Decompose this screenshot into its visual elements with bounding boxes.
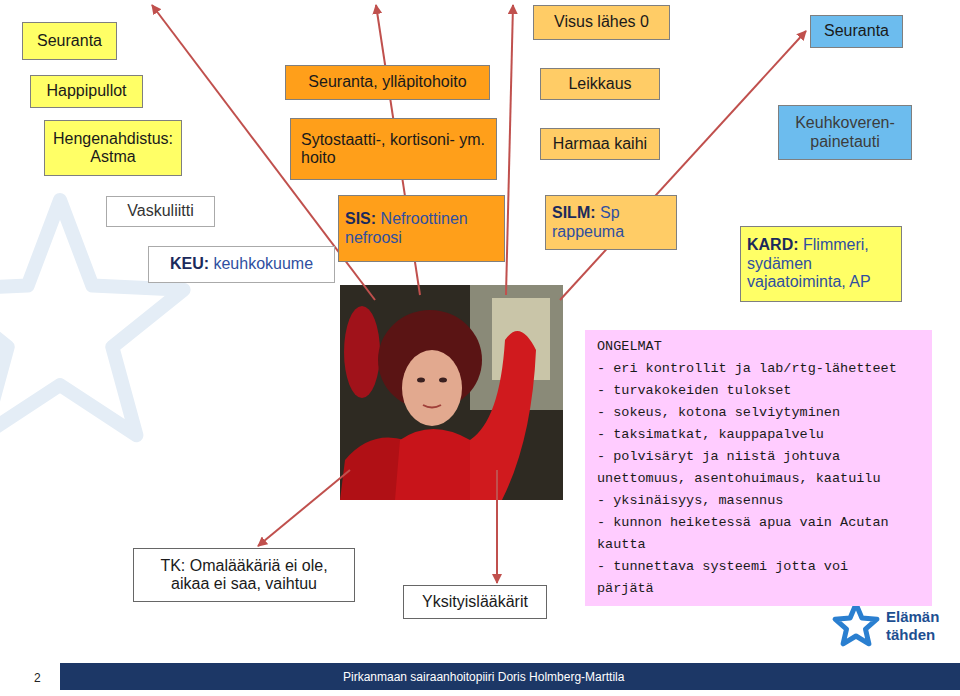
star-watermark: [0, 200, 184, 435]
box-text: Seuranta: [817, 22, 896, 40]
problem-item: - polvisäryt ja niistä johtuva unettomuu…: [597, 446, 902, 490]
photo-eye: [439, 378, 447, 383]
photo-ground: [340, 285, 563, 500]
photo-mouth: [423, 405, 441, 408]
panel-heading: ONGELMAT: [597, 336, 902, 358]
arrow-line: [496, 470, 498, 583]
status-box: Visus lähes 0: [533, 5, 670, 40]
problems-panel: ONGELMAT- eri kontrollit ja lab/rtg-lähe…: [585, 330, 932, 606]
problem-item: - yksinäisyys, masennus: [597, 490, 902, 512]
specialty-box: SIS: Nefroottinen nefroosi: [338, 195, 505, 262]
problem-item: - sokeus, kotona selviytyminen: [597, 402, 902, 424]
box-text: Seuranta, ylläpitohoito: [292, 73, 483, 91]
followup-box: Seuranta, ylläpitohoito: [285, 65, 490, 100]
portrait-photo: [340, 285, 563, 500]
box-text: Leikkaus: [547, 75, 653, 93]
box-text: Vaskuliitti: [113, 202, 208, 220]
treatment-box: Sytostaatti-, kortisoni- ym. hoito: [290, 118, 497, 180]
logo-text: Elämän: [886, 608, 939, 625]
logo-star: [835, 604, 877, 644]
box-text: Keuhkoveren- painetauti: [785, 114, 905, 151]
followup-box: Seuranta: [22, 22, 117, 60]
photo-face: [402, 350, 462, 426]
followup-box: Seuranta: [810, 15, 903, 48]
problem-item: - kunnon heiketessä apua vain Acutan kau…: [597, 512, 902, 556]
photo-sleeve: [470, 331, 536, 500]
arrow-line: [258, 470, 350, 546]
box-text: KEU: keuhkokuume: [155, 255, 328, 273]
box-text: Seuranta: [29, 32, 110, 50]
diagnosis-box: Vaskuliitti: [106, 196, 215, 227]
problem-item: - tunnettava systeemi jotta voi pärjätä: [597, 556, 902, 600]
box-text: Visus lähes 0: [540, 13, 663, 31]
photo-dress: [395, 429, 480, 500]
arrow-line: [506, 5, 513, 295]
treatment-box: Leikkaus: [540, 68, 660, 100]
care-box: TK: Omalääkäriä ei ole, aikaa ei saa, va…: [133, 548, 355, 602]
specialty-box: SILM: Sp rappeuma: [545, 195, 677, 250]
page-number: 2: [34, 671, 41, 685]
box-text: TK: Omalääkäriä ei ole, aikaa ei saa, va…: [140, 557, 348, 594]
specialty-box: KARD: Flimmeri, sydämen vajaatoiminta, A…: [740, 226, 902, 302]
footer-margin: [0, 690, 960, 696]
box-text: Hengenahdistus: Astma: [51, 130, 175, 167]
photo-arm: [344, 306, 380, 398]
treatment-box: Happipullot: [30, 75, 143, 108]
box-text: Harmaa kaihi: [547, 135, 653, 153]
problem-item: - taksimatkat, kauppapalvelu: [597, 424, 902, 446]
photo-eye: [417, 378, 425, 383]
specialty-box: KEU: keuhkokuume: [148, 246, 335, 283]
box-text: SILM: Sp rappeuma: [552, 204, 670, 241]
footer-text: Pirkanmaan sairaanhoitopiiri Doris Holmb…: [343, 670, 624, 684]
box-text: SIS: Nefroottinen nefroosi: [345, 210, 498, 247]
problem-item: - turvakokeiden tulokset: [597, 380, 902, 402]
diagnosis-box: Keuhkoveren- painetauti: [778, 105, 912, 160]
photo-dress: [340, 438, 405, 501]
diagnosis-box: Hengenahdistus: Astma: [44, 120, 182, 176]
box-text: Happipullot: [37, 82, 136, 100]
logo-text: tähden: [886, 626, 935, 643]
care-box: Yksityislääkärit: [403, 585, 547, 619]
box-text: Yksityislääkärit: [410, 593, 540, 611]
box-text: KARD: Flimmeri, sydämen vajaatoiminta, A…: [747, 236, 895, 291]
footer-bar: [60, 663, 960, 691]
problem-item: - eri kontrollit ja lab/rtg-lähetteet: [597, 358, 902, 380]
diagnosis-box: Harmaa kaihi: [540, 128, 660, 160]
box-text: Sytostaatti-, kortisoni- ym. hoito: [301, 131, 486, 168]
